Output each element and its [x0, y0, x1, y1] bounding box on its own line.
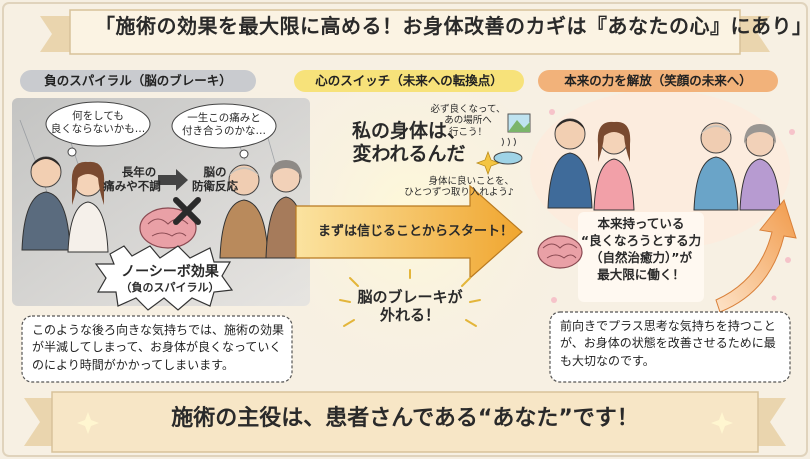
- arrow-right-icon: [158, 169, 188, 191]
- section-header-switch: 心のスイッチ（未来への転換点）: [294, 70, 524, 92]
- young-man-happy: [547, 118, 593, 209]
- landscape-icon: [507, 113, 531, 133]
- arrow-right-icon: [295, 184, 523, 280]
- title-ribbon: [40, 9, 770, 55]
- onsen-icon: [493, 137, 523, 165]
- page-title: 「施術の効果を最大限に高める！お身体改善のカギは『あなたの心』にあり」: [95, 14, 810, 38]
- footer-ribbon: [24, 391, 786, 453]
- thought-bubble-1: 何をしても 良くならないかも…: [50, 110, 146, 135]
- young-woman-happy: [593, 121, 635, 211]
- effect-label: 脳の 防衛反応: [192, 165, 238, 193]
- section-header-negative: 負のスパイラル（脳のブレーキ）: [20, 70, 256, 92]
- cross-icon: [173, 197, 201, 225]
- senior-woman-happy: [739, 124, 781, 211]
- switch-phrase: 私の身体は、 変われるんだ: [351, 120, 466, 165]
- thought-bubble-2: 一生この痛みと 付き合うのかな…: [182, 112, 266, 137]
- section-header-release: 本来の力を解放（笑顔の未来へ）: [538, 70, 778, 92]
- young-man-sad: [21, 156, 71, 251]
- up-arrow-icon: [715, 198, 797, 313]
- negative-note: このような後ろ向きな気持ちでは、施術の効果が半減してしまって、お身体が良くなって…: [32, 323, 285, 372]
- good-habit-text: 身体に良いことを、 ひとつずつ取り入れよう♪: [404, 176, 514, 199]
- cause-label: 長年の 痛みや不調: [103, 165, 161, 193]
- positive-note: 前向きでプラス思考な気持ちを持つことが、お身体の状態を改善させるために最も大切な…: [560, 319, 776, 368]
- young-woman-sad: [67, 161, 109, 253]
- sparkle-icon: [475, 150, 501, 176]
- natural-healing-text: 本来持っている “良くなろうとする力 （自然治癒力）”が 最大限に働く！: [580, 216, 702, 282]
- footer-message: 施術の主役は、患者さんである“あなた”です！: [171, 406, 639, 431]
- brake-release-text: 脳のブレーキが 外れる！: [357, 288, 463, 324]
- senior-man-sad: [219, 164, 269, 259]
- arrow-text: まずは信じることからスタート！: [318, 224, 514, 239]
- senior-man-happy: [693, 122, 739, 211]
- brain-icon: [537, 235, 583, 269]
- nocebo-label: ノーシーボ効果 （負のスパイラル）: [120, 264, 220, 294]
- future-thought: 必ず良くなって、 あの場所へ 行こう！: [430, 104, 506, 138]
